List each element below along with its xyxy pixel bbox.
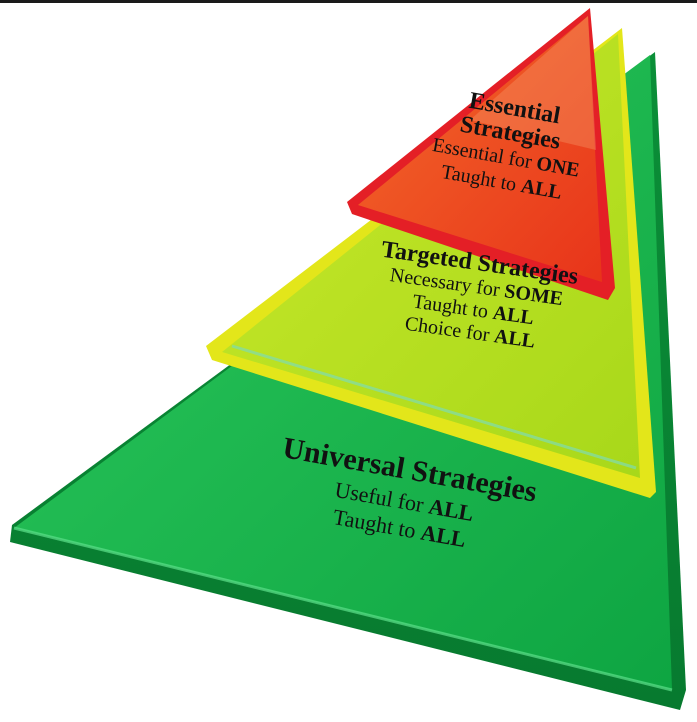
tier-universal-highlight [13, 526, 673, 692]
tier-essential-line2-emphasis: ALL [519, 175, 564, 204]
tier-essential-gloss [470, 16, 596, 150]
tier-essential-face [358, 16, 602, 282]
tier-targeted-line3-emphasis: ALL [492, 325, 537, 353]
top-border [0, 0, 697, 3]
tier-essential [347, 8, 615, 300]
tier-targeted-highlight [231, 344, 637, 470]
